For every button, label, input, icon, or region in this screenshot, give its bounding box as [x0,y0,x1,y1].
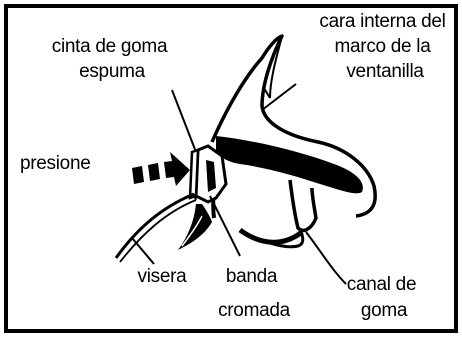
chrome-band [194,144,228,204]
label-visor: visera [138,266,188,287]
window-frame-inner-face [210,34,377,218]
label-rubber-channel: canal de goma [347,274,421,321]
leader-line-chrome-band [209,195,241,257]
diagram-frame [4,4,458,333]
leader-line-visor [131,237,155,265]
label-chrome-band: banda cromada [218,266,291,321]
leader-line-window-frame [261,83,297,111]
visor [114,192,212,263]
foam-tape [188,148,200,200]
leader-line-foam-tape [171,89,197,153]
press-arrow-icon [132,152,190,186]
label-press: presione [20,153,90,174]
label-window-frame: cara interna del marco de la ventanilla [319,11,450,82]
rubber-channel [211,136,363,249]
label-foam-tape: cinta de goma espuma [52,36,172,82]
leader-line-rubber-channel [305,231,347,285]
